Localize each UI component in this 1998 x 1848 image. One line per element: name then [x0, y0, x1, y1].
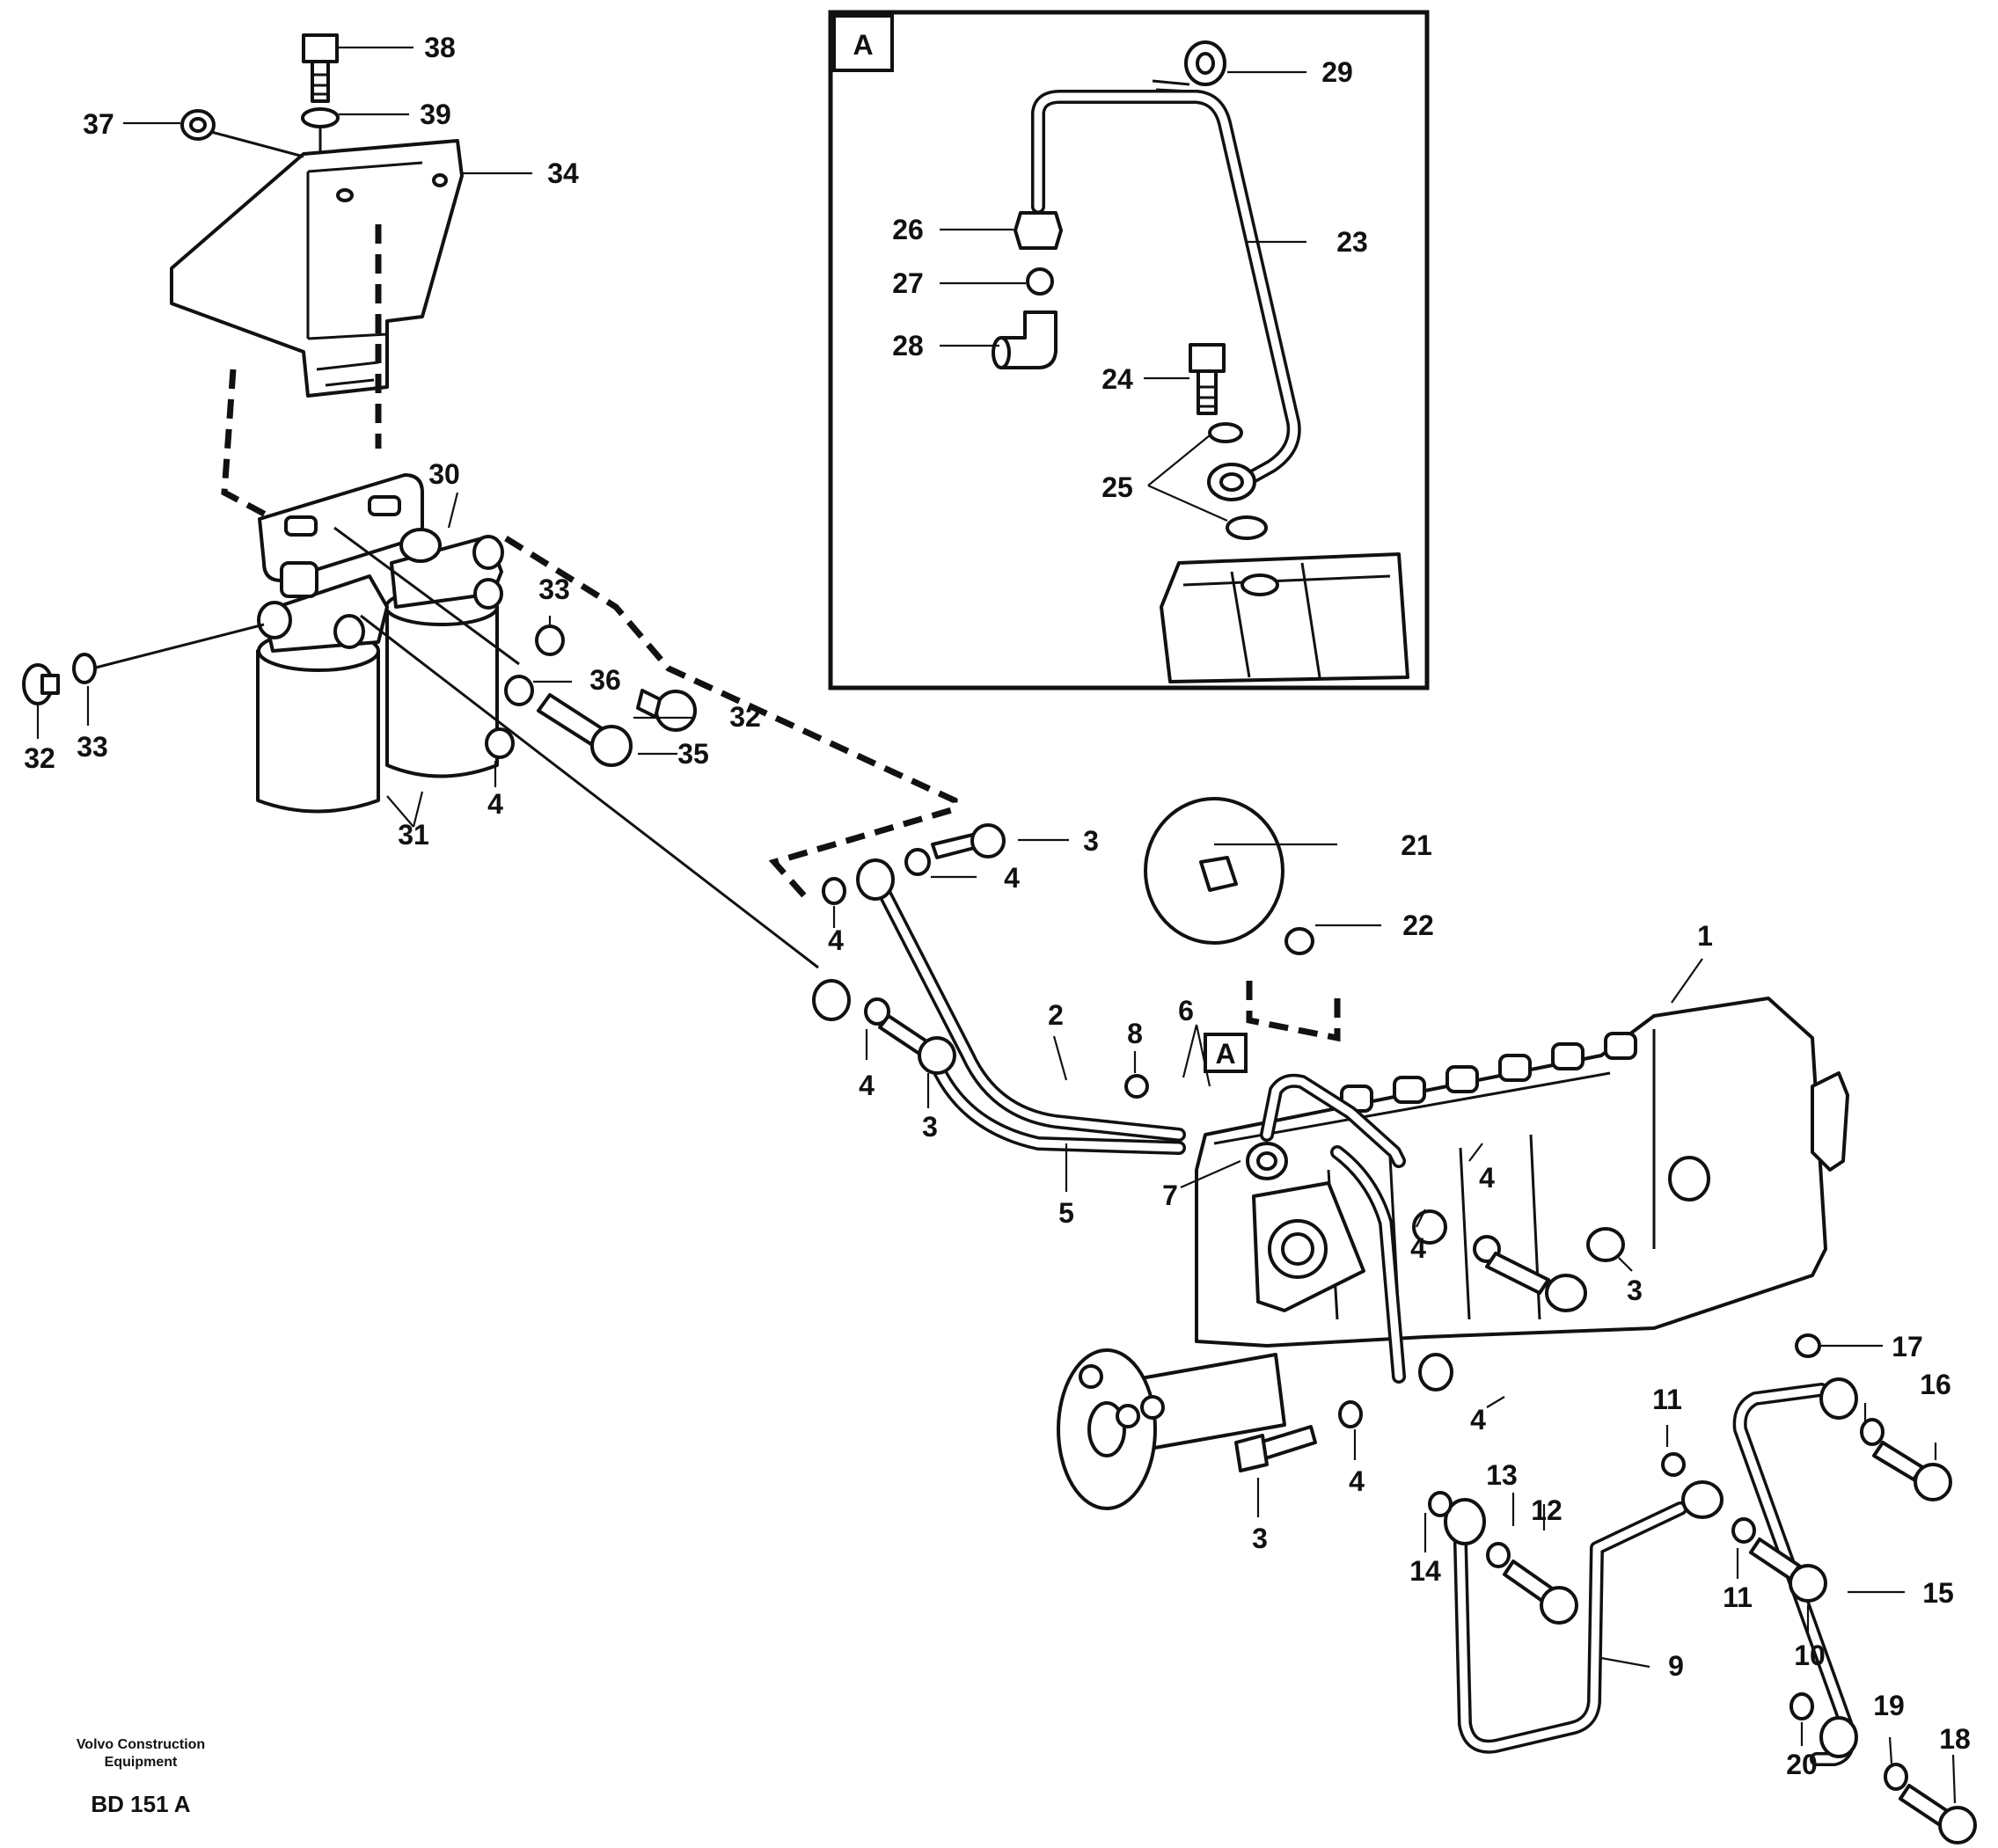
callout-4-pump-d: 4 [1349, 1465, 1365, 1497]
callout-4-pump-a: 4 [1479, 1162, 1495, 1194]
callout-17: 17 [1892, 1331, 1923, 1362]
callout-33-left: 33 [77, 731, 108, 763]
filter-bracket-assembly: 38 39 37 34 [83, 32, 579, 531]
callout-31: 31 [398, 819, 429, 851]
footer: Volvo Construction Equipment BD 151 A [77, 1737, 205, 1817]
callout-12: 12 [1531, 1494, 1563, 1526]
callout-32-left: 32 [24, 742, 55, 774]
footer-company-line2: Equipment [105, 1755, 178, 1770]
callout-11-top: 11 [1652, 1384, 1682, 1415]
callout-6: 6 [1178, 995, 1194, 1026]
callout-8: 8 [1127, 1018, 1143, 1049]
delivery-valves [1340, 1032, 1637, 1113]
callout-21: 21 [1401, 829, 1432, 861]
callout-7: 7 [1162, 1180, 1178, 1211]
callout-4-filter: 4 [487, 788, 503, 820]
callout-36: 36 [589, 664, 621, 696]
callout-4-pump-b: 4 [1410, 1232, 1426, 1264]
callout-32-right: 32 [729, 701, 761, 733]
callout-20: 20 [1786, 1749, 1818, 1780]
callout-39: 39 [420, 99, 451, 130]
callout-25: 25 [1101, 471, 1133, 503]
callout-33-right: 33 [538, 573, 570, 605]
callout-23: 23 [1336, 226, 1368, 258]
detail-box-a-label: A [853, 29, 873, 61]
callout-18: 18 [1939, 1723, 1971, 1755]
callout-2: 2 [1048, 999, 1064, 1031]
callout-34: 34 [547, 157, 579, 189]
callout-9: 9 [1668, 1650, 1684, 1682]
footer-code: BD 151 A [91, 1791, 190, 1817]
callout-4-mid: 4 [828, 924, 844, 956]
detail-marker-a: A [1215, 1038, 1235, 1070]
callout-10: 10 [1794, 1640, 1826, 1671]
callout-3-bottom: 3 [1252, 1523, 1268, 1554]
callout-4-lower: 4 [859, 1070, 875, 1101]
callout-29: 29 [1321, 56, 1353, 88]
callout-13: 13 [1486, 1459, 1518, 1491]
callout-5: 5 [1058, 1197, 1074, 1229]
callout-4-pump-c: 4 [1470, 1404, 1486, 1435]
callout-27: 27 [892, 267, 924, 299]
callout-37: 37 [83, 108, 114, 140]
callout-30: 30 [428, 458, 460, 490]
callout-28: 28 [892, 330, 924, 362]
callout-26: 26 [892, 214, 924, 245]
injection-pump-assembly: A 1 2 8 [812, 797, 1977, 1844]
callout-22: 22 [1402, 909, 1434, 941]
callout-3-pump: 3 [1627, 1275, 1643, 1306]
fuel-filter-assembly: 30 31 33 36 32 35 4 32 33 [22, 458, 958, 969]
callout-11-bottom: 11 [1723, 1581, 1753, 1613]
callout-38: 38 [424, 32, 456, 63]
callout-35: 35 [677, 738, 709, 770]
detail-box-a: A 29 23 [828, 10, 1430, 690]
callout-16: 16 [1920, 1369, 1951, 1400]
callout-1: 1 [1697, 920, 1713, 952]
callout-4-top: 4 [1004, 862, 1020, 894]
callout-19: 19 [1873, 1690, 1905, 1721]
callout-14: 14 [1409, 1555, 1441, 1587]
callout-3-top: 3 [1083, 825, 1099, 857]
callout-15: 15 [1922, 1577, 1954, 1609]
callout-3-lower: 3 [922, 1111, 938, 1143]
callout-24: 24 [1101, 363, 1133, 395]
footer-company-line1: Volvo Construction [77, 1737, 205, 1752]
